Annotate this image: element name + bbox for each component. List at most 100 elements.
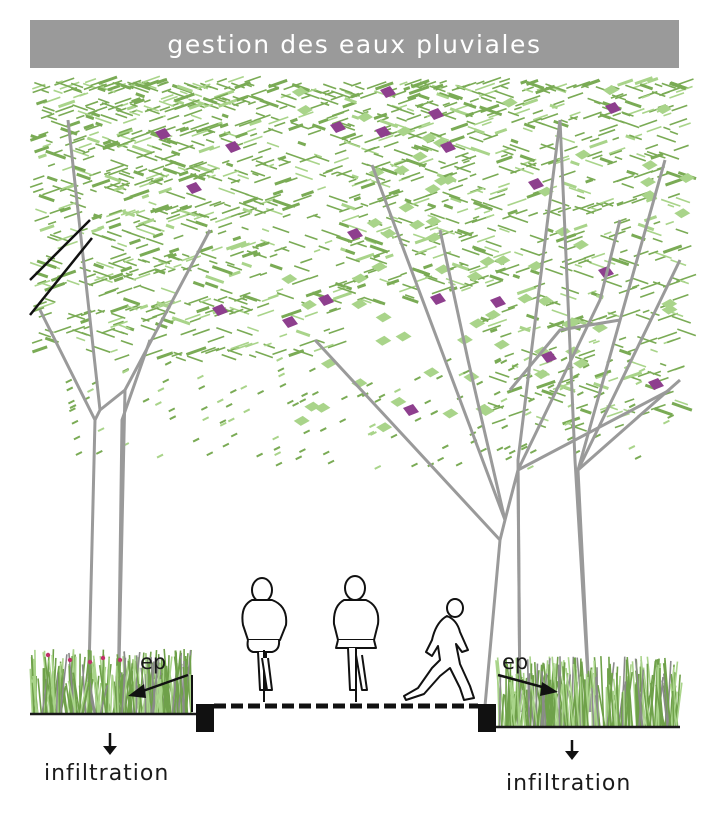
- ep-arrow-left: [128, 673, 189, 698]
- foliage-stroke: [152, 232, 164, 239]
- left-tree: [38, 119, 212, 713]
- foliage-stroke: [180, 209, 199, 218]
- foliage-stroke: [305, 158, 321, 166]
- foliage-stroke: [639, 291, 655, 298]
- foliage-stroke: [507, 366, 515, 372]
- foliage-stroke: [455, 143, 476, 152]
- foliage-stroke: [667, 192, 681, 199]
- foliage-stroke: [193, 174, 207, 180]
- foliage-stroke: [126, 231, 146, 240]
- foliage-stroke: [320, 97, 339, 106]
- leaf-mark: [479, 256, 496, 267]
- foliage-stroke: [302, 91, 320, 100]
- foliage-stroke: [37, 279, 47, 285]
- leaf-mark: [393, 165, 410, 176]
- foliage-stroke: [429, 226, 439, 231]
- leaf-mark: [573, 358, 590, 369]
- foliage-stroke: [72, 104, 88, 111]
- foliage-stroke: [669, 92, 685, 99]
- foliage-stroke: [612, 112, 622, 117]
- foliage-stroke: [356, 392, 364, 398]
- foliage-stroke: [579, 407, 592, 415]
- foliage-stroke: [529, 449, 537, 454]
- foliage-stroke: [97, 98, 110, 104]
- foliage-stroke: [357, 296, 365, 301]
- grass-blade: [78, 656, 86, 714]
- foliage-stroke: [295, 172, 313, 181]
- foliage-stroke: [583, 253, 596, 260]
- foliage-stroke: [49, 207, 65, 215]
- foliage-stroke: [32, 187, 44, 194]
- foliage-stroke: [192, 280, 205, 288]
- foliage-stroke: [129, 110, 141, 117]
- foliage-stroke: [204, 281, 219, 289]
- foliage-stroke: [126, 305, 138, 311]
- grass-blade: [134, 660, 143, 714]
- foliage-stroke: [614, 156, 623, 161]
- grass-blade: [620, 692, 624, 727]
- foliage-stroke: [301, 392, 309, 398]
- leaf-mark: [425, 232, 442, 243]
- flower-dot: [100, 655, 106, 661]
- foliage-stroke: [112, 256, 131, 265]
- foliage-stroke: [585, 159, 604, 168]
- leaf-mark: [432, 137, 449, 148]
- foliage-stroke: [285, 152, 306, 161]
- foliage-stroke: [254, 208, 275, 217]
- foliage-stroke: [93, 262, 105, 270]
- foliage-stroke: [581, 135, 593, 142]
- foliage-stroke: [242, 196, 259, 205]
- leaf-mark: [395, 331, 412, 342]
- foliage-stroke: [311, 123, 326, 131]
- foliage-stroke: [227, 75, 245, 83]
- foliage-stroke: [240, 384, 248, 390]
- foliage-stroke: [479, 89, 498, 98]
- foliage-stroke: [230, 187, 249, 196]
- foliage-stroke: [255, 350, 274, 359]
- foliage-stroke: [406, 114, 422, 121]
- foliage-stroke: [29, 261, 44, 268]
- foliage-stroke: [500, 153, 508, 158]
- foliage-stroke: [634, 455, 642, 460]
- grass-blade: [498, 675, 502, 727]
- foliage-stroke: [123, 258, 134, 264]
- foliage-stroke: [269, 263, 283, 271]
- foliage-stroke: [484, 246, 500, 253]
- foliage-stroke: [163, 95, 178, 103]
- leaf-mark: [408, 219, 425, 230]
- grass-blade: [79, 681, 89, 714]
- foliage-stroke: [304, 311, 318, 318]
- foliage-stroke: [560, 356, 568, 362]
- foliage-stroke: [633, 250, 649, 258]
- foliage-stroke: [610, 257, 630, 267]
- foliage-stroke: [206, 174, 223, 182]
- grass-blade: [154, 663, 162, 714]
- foliage-stroke: [540, 113, 559, 121]
- foliage-stroke: [500, 332, 512, 338]
- foliage-stroke: [211, 265, 233, 275]
- foliage-stroke: [167, 268, 176, 273]
- foliage-stroke: [567, 436, 574, 441]
- foliage-stroke: [500, 359, 508, 365]
- foliage-stroke: [280, 93, 297, 101]
- foliage-stroke: [29, 133, 47, 142]
- leaf-mark: [466, 271, 483, 282]
- foliage-stroke: [442, 102, 450, 107]
- foliage-stroke: [591, 252, 606, 259]
- foliage-stroke: [192, 328, 210, 337]
- grass-blade: [128, 675, 132, 714]
- foliage-stroke: [439, 92, 460, 101]
- foliage-stroke: [160, 287, 176, 294]
- foliage-stroke: [514, 166, 534, 175]
- foliage-stroke: [141, 193, 150, 200]
- foliage-stroke: [639, 119, 658, 128]
- foliage-stroke: [122, 117, 137, 124]
- foliage-stroke: [646, 77, 659, 84]
- foliage-stroke: [341, 132, 357, 141]
- foliage-stroke: [579, 202, 595, 210]
- foliage-stroke: [500, 397, 508, 403]
- foliage-stroke: [362, 107, 372, 113]
- foliage-stroke: [439, 79, 447, 84]
- leaf-mark: [368, 167, 385, 178]
- grass-blade: [44, 656, 53, 714]
